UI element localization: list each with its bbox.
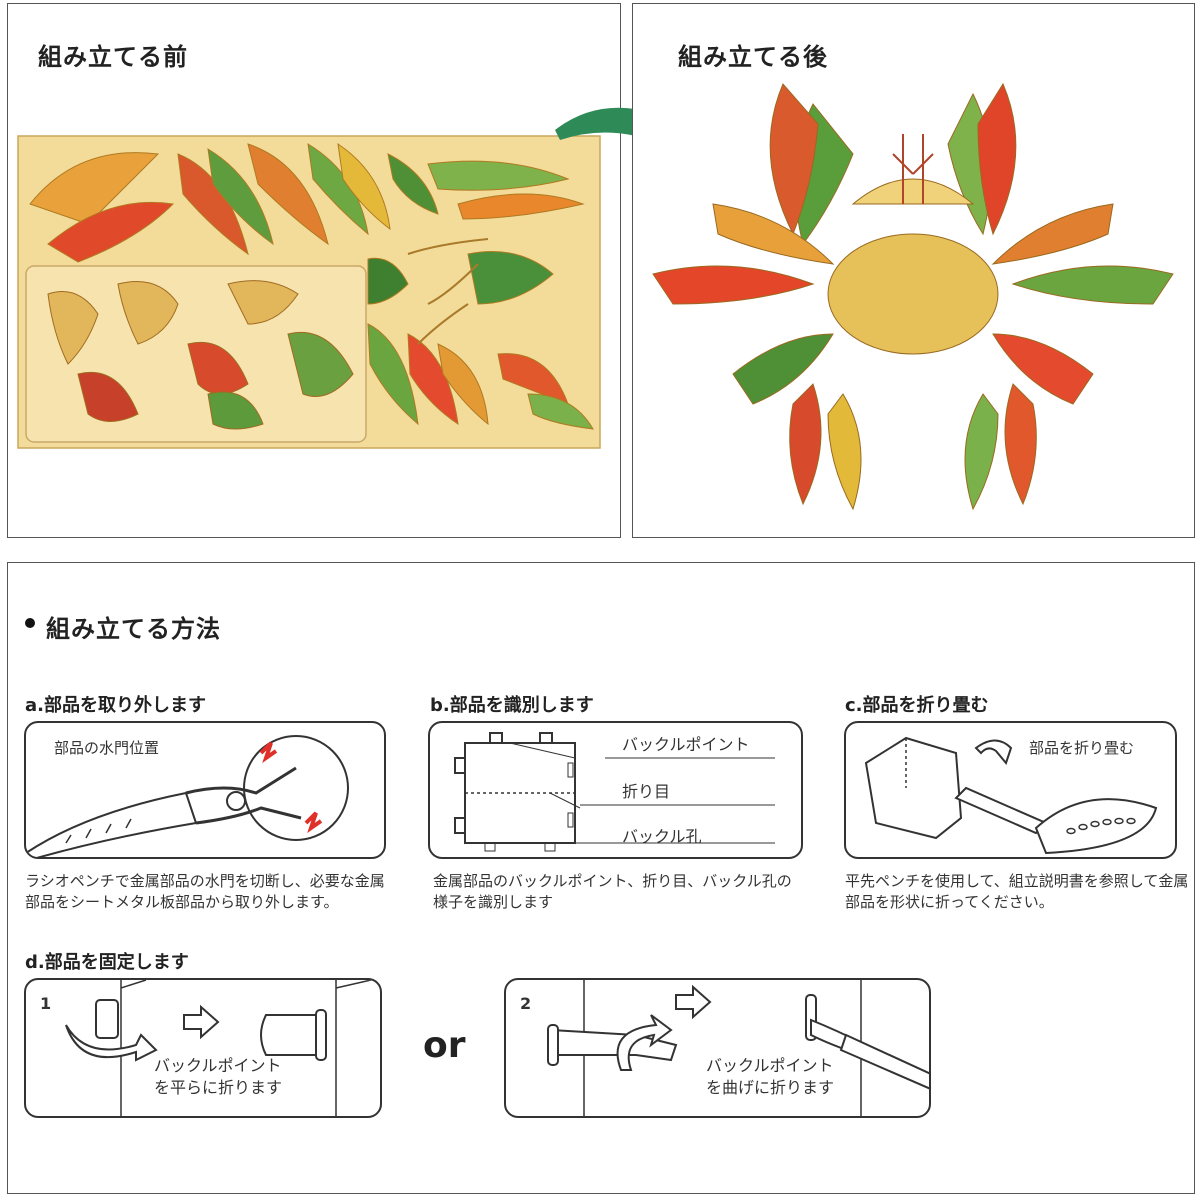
step-d1-illustration: 1 バックルポイント を平らに折ります [24,978,382,1118]
pliers-icon [26,735,349,857]
step-a-illustration: 部品の水門位置 [24,721,386,859]
howto-heading: 組み立てる方法 [46,615,221,643]
after-panel: 組み立てる後 [632,3,1195,538]
step-d2-number: 2 [520,994,532,1013]
step-d1-number: 1 [40,994,52,1013]
step-b-title: b.部品を識別します [430,695,594,716]
before-title: 組み立てる前 [38,43,188,71]
part-diagram-icon [454,732,775,852]
step-c-title: c.部品を折り畳む [845,695,989,716]
bullet-icon [25,618,35,628]
label-buckle-hole: バックル孔 [622,827,702,846]
howto-panel: 組み立てる方法 a.部品を取り外します 部品の水門位置 ラシオペンチで金属部品の… [7,562,1195,1194]
assembled-model-image [652,82,1174,511]
after-title: 組み立てる後 [678,43,828,71]
step-a-label: 部品の水門位置 [54,739,160,757]
label-buckle-point: バックルポイント [622,735,750,754]
step-d2-text-line1: バックルポイント [706,1056,834,1075]
before-panel: 組み立てる前 [7,3,621,538]
step-d2-illustration: 2 バックルポイント を曲げに折ります [504,978,931,1118]
fold-pliers-icon [864,736,1158,855]
label-fold-line: 折り目 [622,782,671,801]
flat-fold-icon [65,980,372,1116]
metal-sheet-image [17,135,601,449]
step-d2-text-line2: を曲げに折ります [706,1078,835,1097]
bent-fold-icon [547,980,929,1116]
step-c-illustration: 部品を折り畳む [844,721,1177,859]
step-a-caption: ラシオペンチで金属部品の水門を切断し、必要な金属部品をシートメタル板部品から取り… [25,872,385,911]
step-c-label: 部品を折り畳む [1029,739,1135,757]
step-d1-text-line1: バックルポイント [154,1056,282,1075]
step-b-caption: 金属部品のバックルポイント、折り目、バックル孔の様子を識別します [433,872,792,911]
step-d-title: d.部品を固定します [25,952,189,973]
step-c-caption: 平先ペンチを使用して、組立説明書を参照して金属部品を形状に折ってください。 [845,872,1189,911]
step-b-illustration: バックルポイント 折り目 バックル孔 [428,721,803,859]
or-label: or [423,1025,466,1066]
step-a-title: a.部品を取り外します [25,695,206,716]
step-d1-text-line2: を平らに折ります [154,1078,283,1097]
